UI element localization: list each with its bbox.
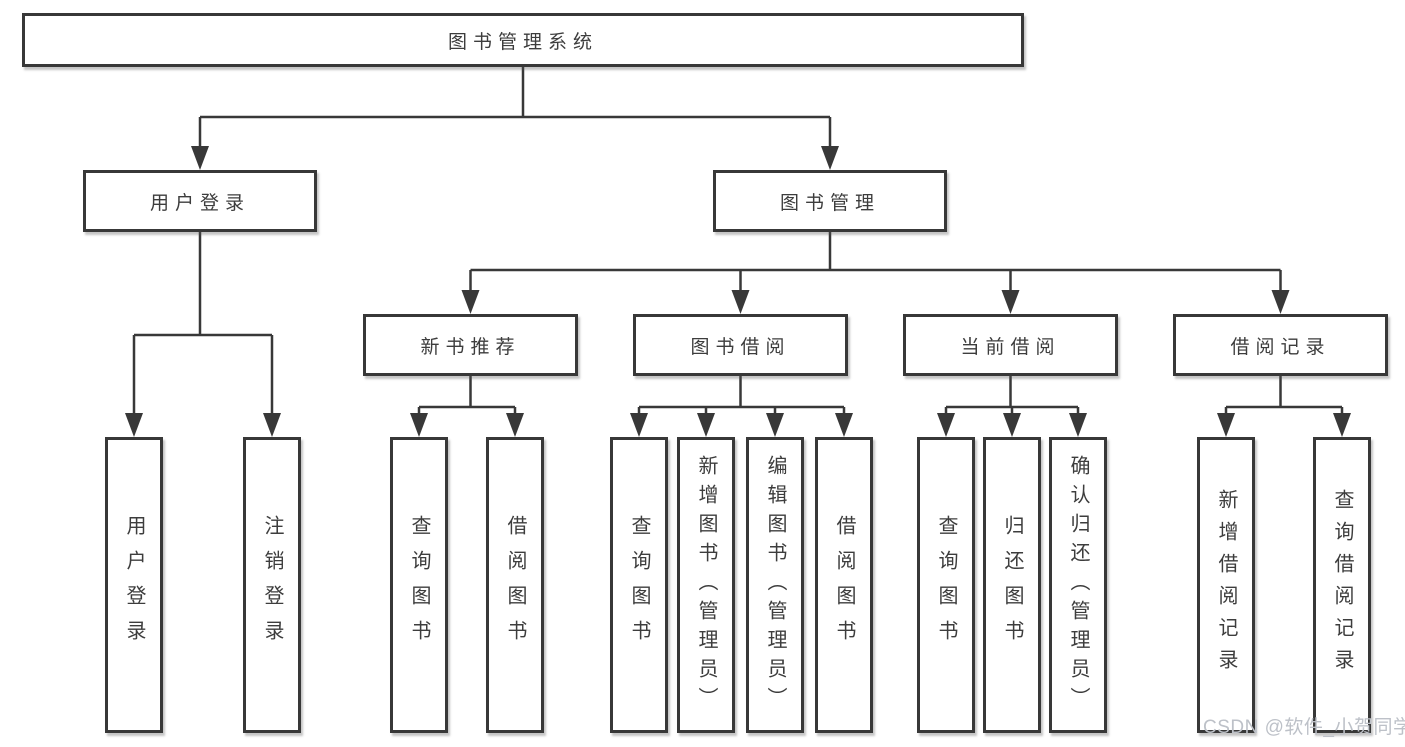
node-label: 编辑图书（管理员） xyxy=(764,454,786,716)
node-leaf-edit-book-admin: 编辑图书（管理员） xyxy=(746,437,804,733)
arrow-down-icon xyxy=(937,413,955,437)
node-label: 用户登录 xyxy=(123,515,145,655)
arrow-down-icon xyxy=(263,413,281,437)
node-label: 图书管理系统 xyxy=(447,31,598,53)
node-leaf-query-book-2: 查询图书 xyxy=(610,437,668,733)
arrow-down-icon xyxy=(461,290,480,314)
node-leaf-borrow-book-2: 借阅图书 xyxy=(815,437,873,733)
arrow-down-icon xyxy=(697,413,715,437)
node-label: 借阅图书 xyxy=(833,515,855,655)
node-leaf-add-book-admin: 新增图书（管理员） xyxy=(677,437,735,733)
node-label: 借阅图书 xyxy=(504,515,526,655)
arrow-down-icon xyxy=(1003,413,1021,437)
node-label: 借阅记录 xyxy=(1230,336,1331,358)
node-book-management: 图书管理 xyxy=(713,170,947,232)
arrow-down-icon xyxy=(125,413,143,437)
arrow-down-icon xyxy=(630,413,648,437)
node-label: 归还图书 xyxy=(1001,515,1023,655)
node-current-borrowing: 当前借阅 xyxy=(903,314,1118,376)
arrow-down-icon xyxy=(506,413,524,437)
arrow-down-icon xyxy=(821,146,839,170)
node-label: 查询图书 xyxy=(408,515,430,655)
node-leaf-logout: 注销登录 xyxy=(243,437,301,733)
arrow-down-icon xyxy=(835,413,853,437)
connector-path xyxy=(132,67,1344,415)
node-label: 查询图书 xyxy=(935,515,957,655)
node-leaf-query-book-3: 查询图书 xyxy=(917,437,975,733)
node-label: 图书管理 xyxy=(779,192,880,214)
node-label: 确认归还（管理员） xyxy=(1067,454,1089,716)
node-leaf-query-book-1: 查询图书 xyxy=(390,437,448,733)
arrow-down-icon xyxy=(1001,290,1020,314)
arrow-down-icon xyxy=(191,146,209,170)
node-borrowing-records: 借阅记录 xyxy=(1173,314,1388,376)
arrow-down-icon xyxy=(1271,290,1290,314)
node-label: 新增借阅记录 xyxy=(1215,489,1237,681)
node-user-login: 用户登录 xyxy=(83,170,317,232)
node-new-book-recommendation: 新书推荐 xyxy=(363,314,578,376)
node-label: 查询图书 xyxy=(628,515,650,655)
node-label: 用户登录 xyxy=(149,192,250,214)
arrow-down-icon xyxy=(1217,413,1235,437)
node-leaf-user-login: 用户登录 xyxy=(105,437,163,733)
node-label: 新书推荐 xyxy=(420,336,521,358)
node-label: 当前借阅 xyxy=(960,336,1061,358)
node-leaf-query-borrow-record: 查询借阅记录 xyxy=(1313,437,1371,733)
arrow-down-icon xyxy=(1069,413,1087,437)
node-leaf-add-borrow-record: 新增借阅记录 xyxy=(1197,437,1255,733)
node-leaf-return-book: 归还图书 xyxy=(983,437,1041,733)
arrow-down-icon xyxy=(410,413,428,437)
arrow-down-icon xyxy=(1333,413,1351,437)
node-book-borrowing: 图书借阅 xyxy=(633,314,848,376)
node-leaf-confirm-return-admin: 确认归还（管理员） xyxy=(1049,437,1107,733)
arrow-down-icon xyxy=(731,290,750,314)
node-label: 查询借阅记录 xyxy=(1331,489,1353,681)
node-library-management-system: 图书管理系统 xyxy=(22,13,1024,67)
node-label: 图书借阅 xyxy=(690,336,791,358)
node-label: 注销登录 xyxy=(261,515,283,655)
arrow-down-icon xyxy=(766,413,784,437)
csdn-watermark: CSDN @软件_小贺同学 xyxy=(1203,717,1405,738)
node-label: 新增图书（管理员） xyxy=(695,454,717,716)
arrow-down-icons xyxy=(125,146,1351,437)
node-leaf-borrow-book-1: 借阅图书 xyxy=(486,437,544,733)
